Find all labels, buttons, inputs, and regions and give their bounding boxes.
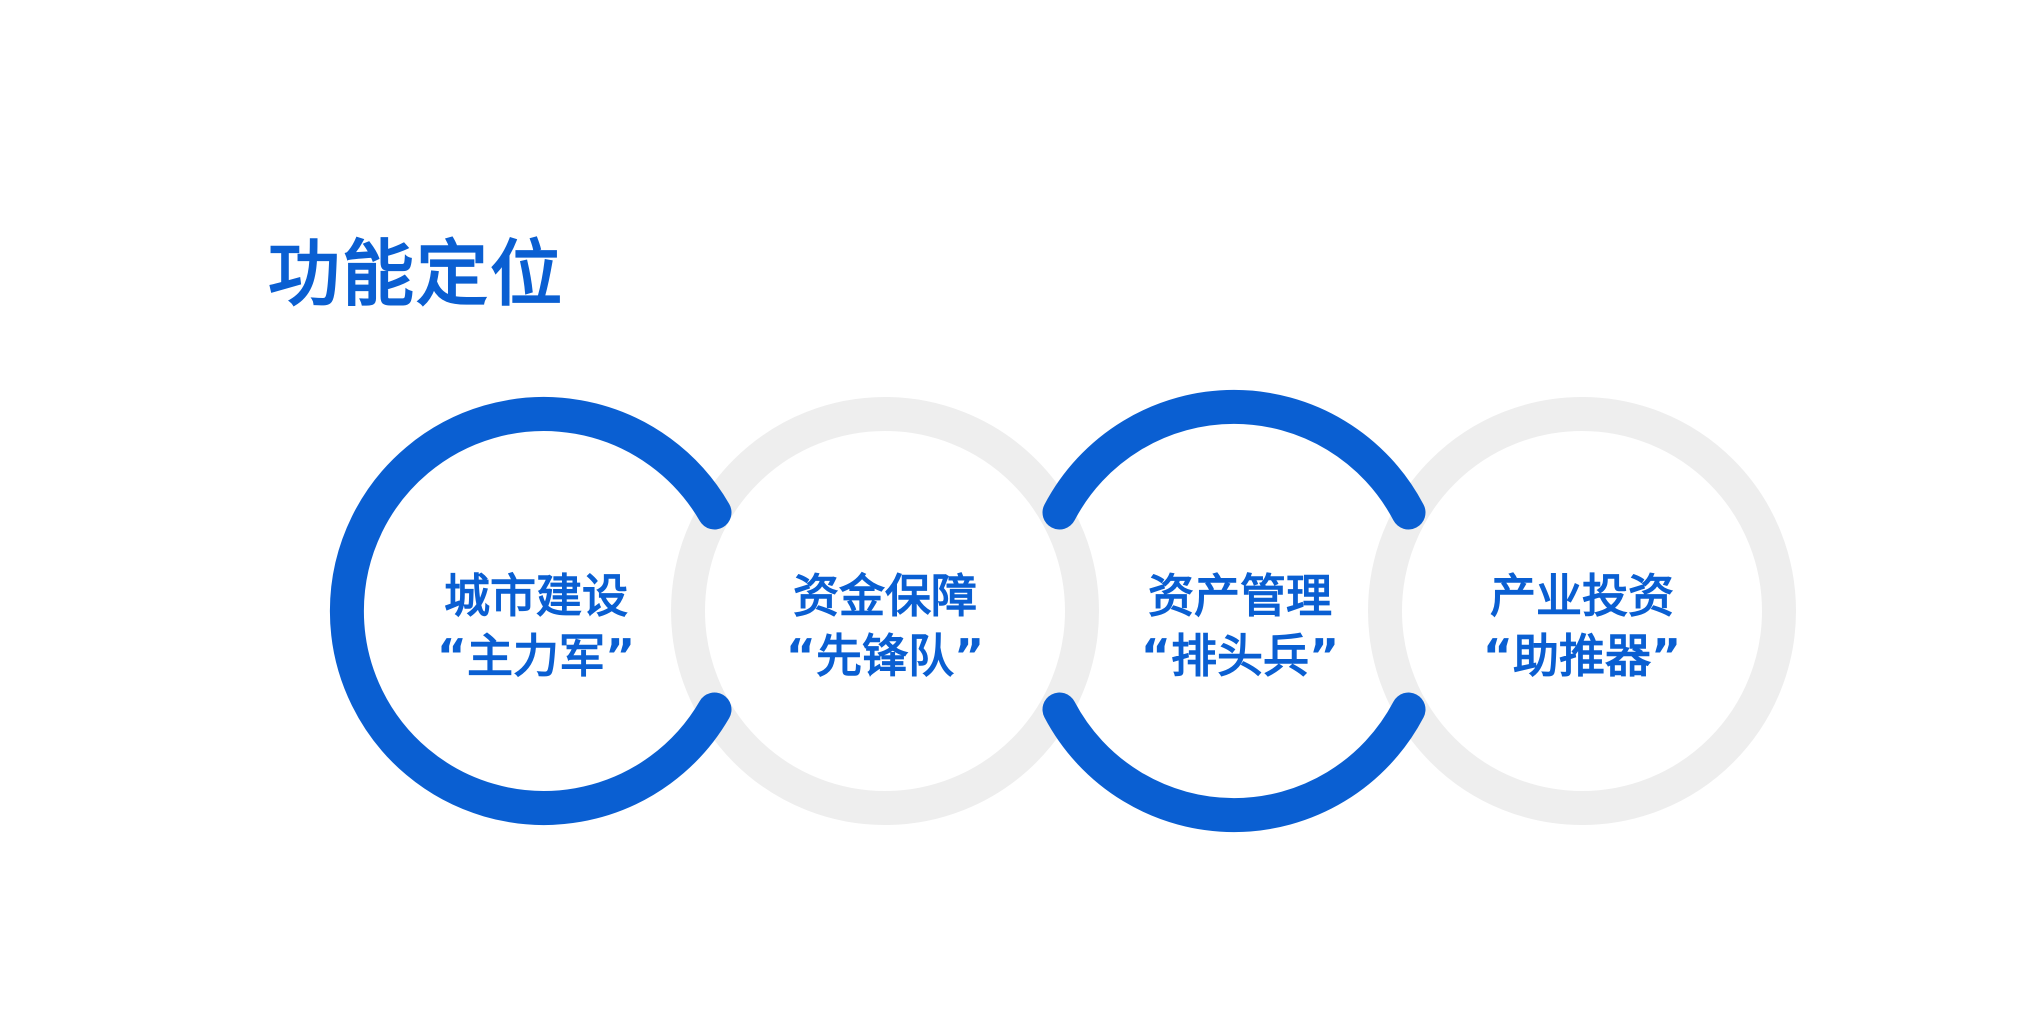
ring-4-label-line1: 产业投资 bbox=[1490, 569, 1674, 623]
inactive-rings bbox=[671, 397, 1796, 825]
ring-funding-guarantee bbox=[671, 397, 1099, 825]
ring-asset-management-top bbox=[1042, 390, 1426, 530]
ring-2-label-line1: 资金保障 bbox=[793, 569, 977, 623]
ring-4-label-line2: “助推器” bbox=[1483, 629, 1681, 683]
ring-3-label-line1: 资产管理 bbox=[1148, 569, 1332, 623]
page-title: 功能定位 bbox=[268, 232, 565, 316]
ring-1-label-line1: 城市建设 bbox=[444, 569, 628, 623]
ring-urban-construction bbox=[329, 397, 732, 825]
ring-2-label-line2: “先锋队” bbox=[786, 629, 984, 683]
ring-asset-management-bottom bbox=[1042, 692, 1426, 832]
accent-rings bbox=[329, 390, 1426, 832]
ring-3-label-line2: “排头兵” bbox=[1141, 629, 1339, 683]
ring-industrial-investment bbox=[1368, 397, 1796, 825]
ring-1-label-line2: “主力军” bbox=[437, 629, 635, 683]
ring-labels: 城市建设 “主力军” 资金保障 “先锋队” 资产管理 “排头兵” 产业投资 “助… bbox=[437, 569, 1681, 683]
